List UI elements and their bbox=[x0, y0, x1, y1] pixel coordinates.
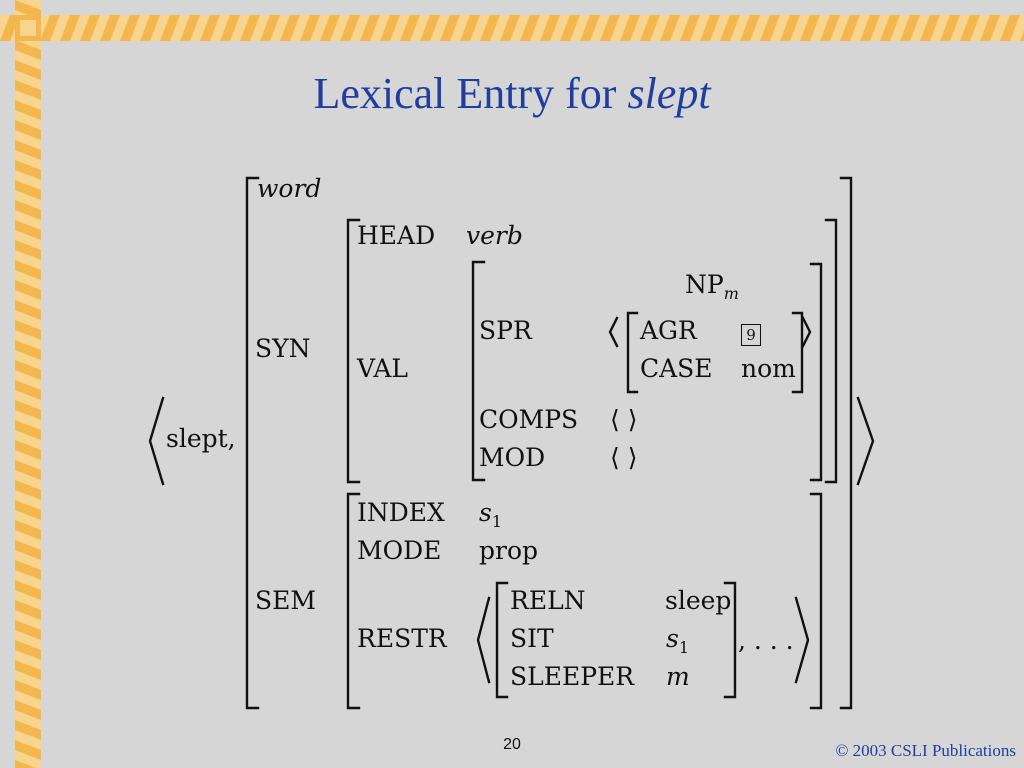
agr-label: AGR bbox=[640, 316, 697, 345]
mod-label: MOD bbox=[479, 443, 546, 472]
decorative-frame-corner bbox=[15, 15, 41, 41]
head-value: verb bbox=[466, 221, 523, 250]
spr-left-angle-bracket bbox=[608, 316, 619, 348]
reln-label: RELN bbox=[510, 586, 586, 615]
spr-np: NPm bbox=[685, 272, 739, 302]
mode-value: prop bbox=[479, 536, 539, 565]
reln-value: sleep bbox=[665, 586, 732, 615]
spr-np-subscript: m bbox=[723, 284, 739, 303]
spr-label: SPR bbox=[479, 316, 532, 345]
sit-value-subscript: 1 bbox=[678, 638, 690, 657]
sem-label: SEM bbox=[255, 586, 316, 615]
mode-label: MODE bbox=[357, 536, 442, 565]
sit-label: SIT bbox=[510, 624, 554, 653]
case-value: nom bbox=[741, 354, 796, 383]
restr-right-angle-bracket bbox=[794, 596, 810, 684]
outer-left-angle-bracket bbox=[148, 396, 165, 486]
sem-right-bracket bbox=[809, 492, 823, 710]
index-value-letter: s bbox=[479, 498, 492, 527]
syn-right-bracket bbox=[824, 218, 838, 484]
reln-right-bracket bbox=[723, 581, 737, 699]
comps-label: COMPS bbox=[479, 405, 579, 434]
restr-ellipsis: , . . . bbox=[738, 626, 794, 655]
restr-label: RESTR bbox=[357, 624, 447, 653]
case-label: CASE bbox=[640, 354, 713, 383]
np-right-bracket bbox=[791, 311, 804, 394]
syn-label: SYN bbox=[255, 334, 311, 363]
title-word: slept bbox=[627, 69, 711, 118]
decorative-frame-top bbox=[0, 15, 1024, 41]
agr-tag: 9 bbox=[741, 324, 761, 346]
word-left-bracket bbox=[245, 176, 260, 710]
word-right-bracket bbox=[839, 176, 853, 710]
reln-left-bracket bbox=[495, 581, 509, 699]
spr-right-angle-bracket bbox=[801, 316, 812, 348]
syn-left-bracket bbox=[346, 218, 361, 484]
spr-np-label: NP bbox=[685, 270, 724, 299]
index-value-subscript: 1 bbox=[491, 512, 503, 531]
type-word: word bbox=[257, 174, 322, 203]
head-label: HEAD bbox=[357, 221, 436, 250]
page-number: 20 bbox=[503, 736, 521, 753]
agr-tag-wrapper: 9 bbox=[741, 319, 761, 346]
mod-value: ⟨ ⟩ bbox=[610, 443, 638, 472]
outer-right-angle-bracket bbox=[856, 396, 875, 486]
index-value: s1 bbox=[479, 500, 502, 530]
slide-title: Lexical Entry for slept bbox=[0, 68, 1024, 119]
sleeper-label: SLEEPER bbox=[510, 662, 635, 691]
title-prefix: Lexical Entry for bbox=[313, 69, 617, 118]
sit-value: s1 bbox=[666, 626, 689, 656]
restr-left-angle-bracket bbox=[476, 596, 491, 684]
decorative-frame-left bbox=[15, 0, 41, 768]
sleeper-value: m bbox=[666, 662, 690, 691]
copyright-notice: © 2003 CSLI Publications bbox=[835, 741, 1016, 760]
val-label: VAL bbox=[357, 354, 409, 383]
sit-value-letter: s bbox=[666, 624, 679, 653]
word-form: slept, bbox=[166, 424, 236, 453]
np-left-bracket bbox=[626, 311, 639, 394]
sem-left-bracket bbox=[346, 492, 361, 710]
index-label: INDEX bbox=[357, 498, 445, 527]
val-right-bracket bbox=[809, 262, 823, 482]
comps-value: ⟨ ⟩ bbox=[610, 405, 638, 434]
val-left-bracket bbox=[471, 260, 486, 482]
